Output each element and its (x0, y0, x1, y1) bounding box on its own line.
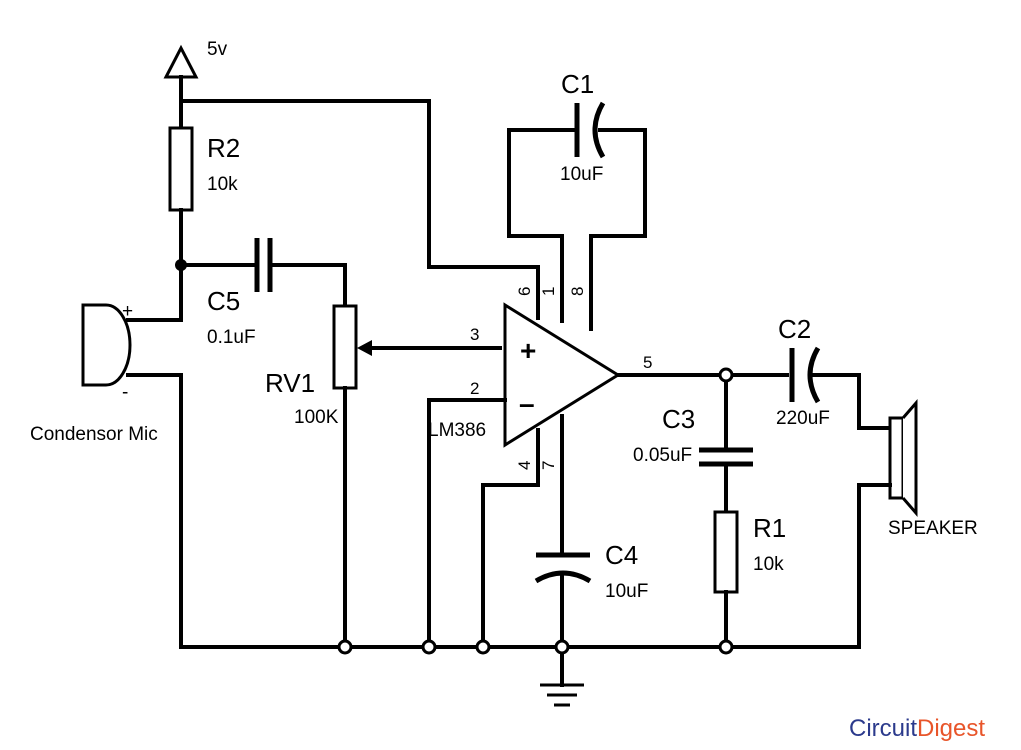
brand-part1: Circuit (849, 715, 917, 742)
mic-minus: - (122, 382, 128, 403)
mic-symbol (81, 303, 183, 649)
rv1-potentiometer (332, 304, 502, 649)
r2-value: 10k (207, 174, 238, 195)
c5-name: C5 (207, 286, 240, 316)
pin-7: 7 (539, 461, 558, 470)
rv1-value: 100K (294, 407, 339, 428)
ic-label: LM386 (428, 420, 486, 441)
c3-name: C3 (662, 404, 695, 434)
pin-8: 8 (568, 287, 587, 296)
mic-label: Condensor Mic (30, 424, 158, 445)
speaker-label: SPEAKER (888, 518, 978, 539)
c3-value: 0.05uF (633, 445, 692, 466)
ground-icon (540, 683, 584, 707)
c5-capacitor (179, 238, 347, 308)
supply-arrow (163, 44, 199, 130)
pin-6: 6 (515, 287, 534, 296)
ic-minus: – (519, 388, 535, 419)
c2-value: 220uF (776, 408, 830, 429)
c1-name: C1 (561, 69, 594, 99)
c5-value: 0.1uF (207, 327, 256, 348)
rv1-name: RV1 (265, 368, 315, 398)
r2-name: R2 (207, 133, 240, 163)
pin-2: 2 (470, 379, 479, 398)
c4-value: 10uF (605, 581, 648, 602)
pin-5: 5 (643, 353, 652, 372)
pin-4: 4 (515, 461, 534, 470)
r2-resistor (168, 126, 194, 322)
supply-label: 5v (207, 39, 228, 60)
pin-1: 1 (539, 287, 558, 296)
c1-value: 10uF (560, 164, 603, 185)
c1-capacitor (574, 101, 606, 159)
speaker-icon (857, 398, 918, 649)
r1-value: 10k (753, 554, 784, 575)
svg-text:CircuitDigest: CircuitDigest (849, 715, 985, 742)
pin-3: 3 (470, 325, 479, 344)
c2-capacitor (789, 346, 892, 430)
c4-capacitor (534, 552, 592, 687)
brand-logo: CircuitDigest (849, 715, 985, 742)
r1-resistor (713, 510, 739, 649)
supply-wire (179, 99, 540, 320)
c4-name: C4 (605, 540, 638, 570)
junction-dots (337, 367, 734, 655)
brand-part2: Digest (917, 715, 985, 742)
mic-plus: + (122, 301, 133, 322)
r1-name: R1 (753, 513, 786, 543)
c2-name: C2 (778, 314, 811, 344)
c3-capacitor (699, 373, 753, 514)
lm386-opamp (427, 128, 789, 649)
ic-plus: + (520, 335, 536, 366)
